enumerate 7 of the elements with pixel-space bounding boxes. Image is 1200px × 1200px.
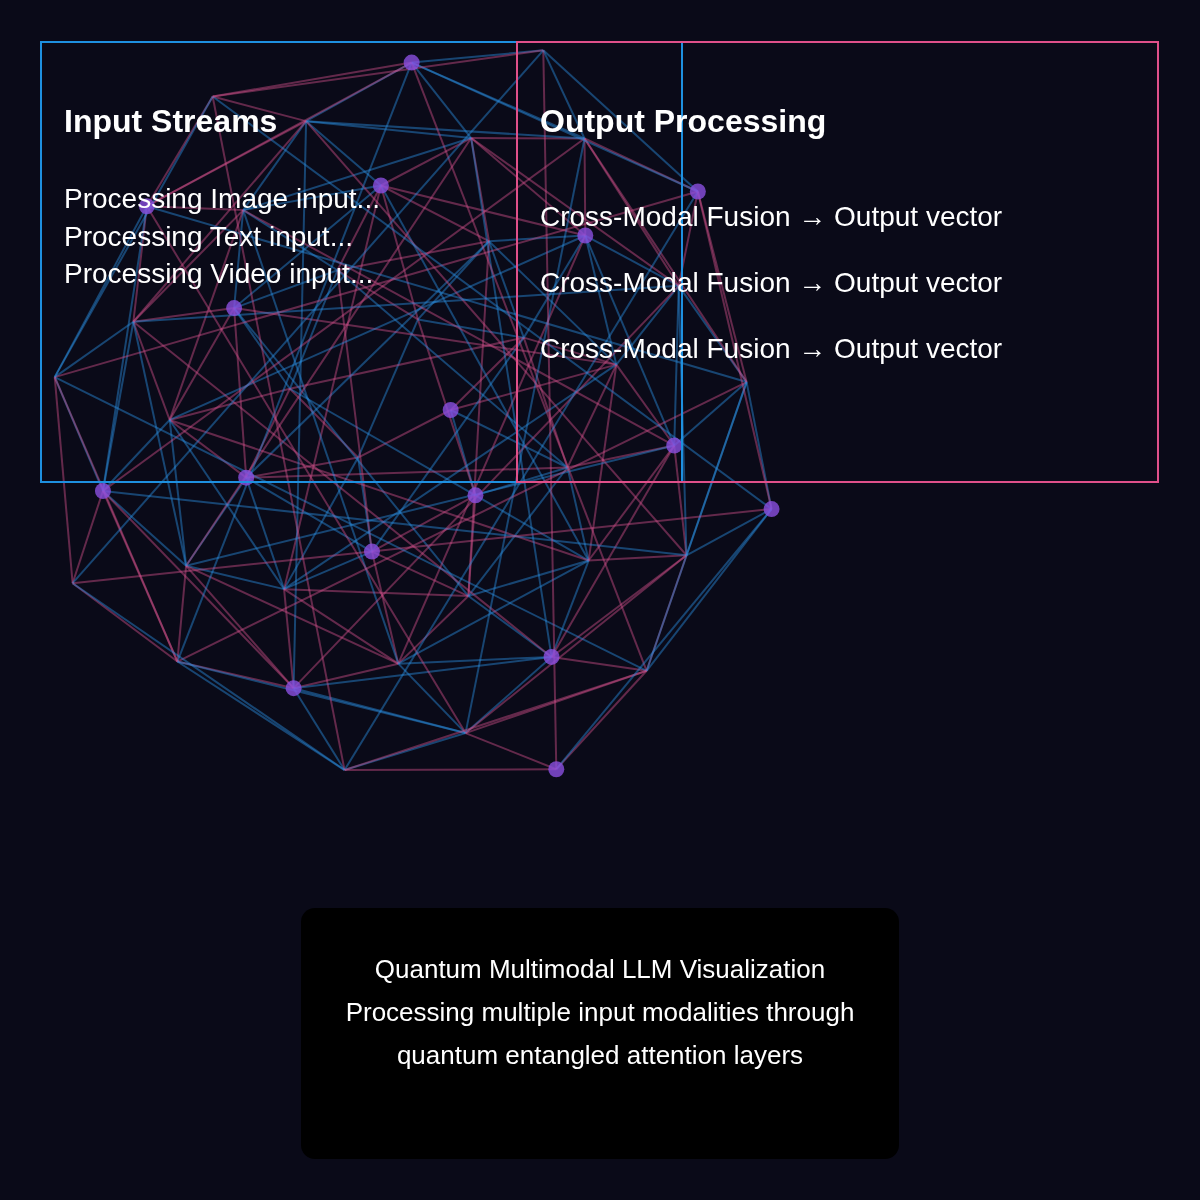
- status-line: Processing Text input...: [64, 221, 353, 253]
- caption-title: Quantum Multimodal LLM Visualization: [373, 953, 827, 986]
- caption-text: Processing multiple input modalities through quantum entangled attention layers: [344, 996, 856, 1072]
- panel: [516, 41, 1159, 483]
- status-line: Processing Video input...: [64, 258, 374, 290]
- caption-card: [301, 908, 899, 1159]
- panel-heading: Input Streams: [64, 103, 278, 140]
